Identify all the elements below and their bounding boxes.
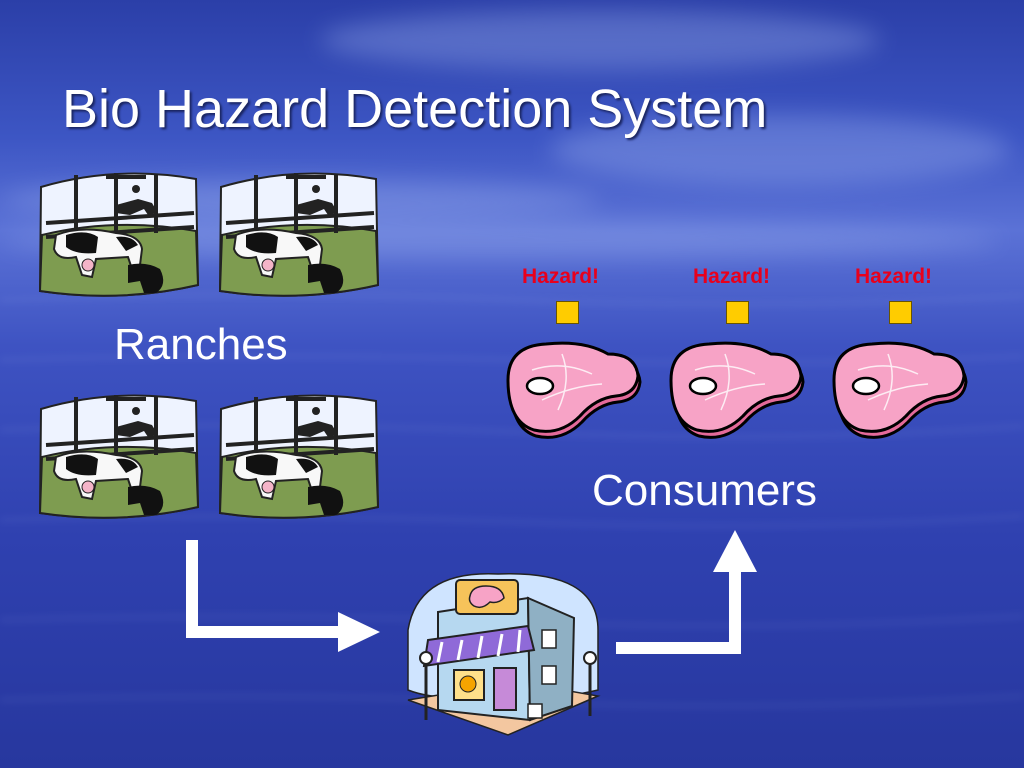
- ranch-cattle-icon: [36, 387, 201, 527]
- ranch-cattle-icon: [36, 165, 201, 305]
- arrow-ranch-to-store-icon: [186, 540, 380, 652]
- ranches-label: Ranches: [114, 320, 288, 369]
- ranch-cattle-icon: [216, 165, 381, 305]
- steak-icon: [502, 340, 644, 444]
- steak-icon: [665, 340, 807, 444]
- slide-title: Bio Hazard Detection System: [62, 79, 768, 139]
- arrow-store-to-consumers-icon: [616, 530, 757, 654]
- hazard-square-icon: [889, 301, 912, 324]
- hazard-label: Hazard!: [693, 265, 771, 288]
- hazard-label: Hazard!: [855, 265, 933, 288]
- ranch-cattle-icon: [216, 387, 381, 527]
- butcher-store-icon: [398, 570, 608, 745]
- hazard-label: Hazard!: [522, 265, 600, 288]
- steak-icon: [828, 340, 970, 444]
- hazard-square-icon: [556, 301, 579, 324]
- hazard-square-icon: [726, 301, 749, 324]
- consumers-label: Consumers: [592, 466, 817, 515]
